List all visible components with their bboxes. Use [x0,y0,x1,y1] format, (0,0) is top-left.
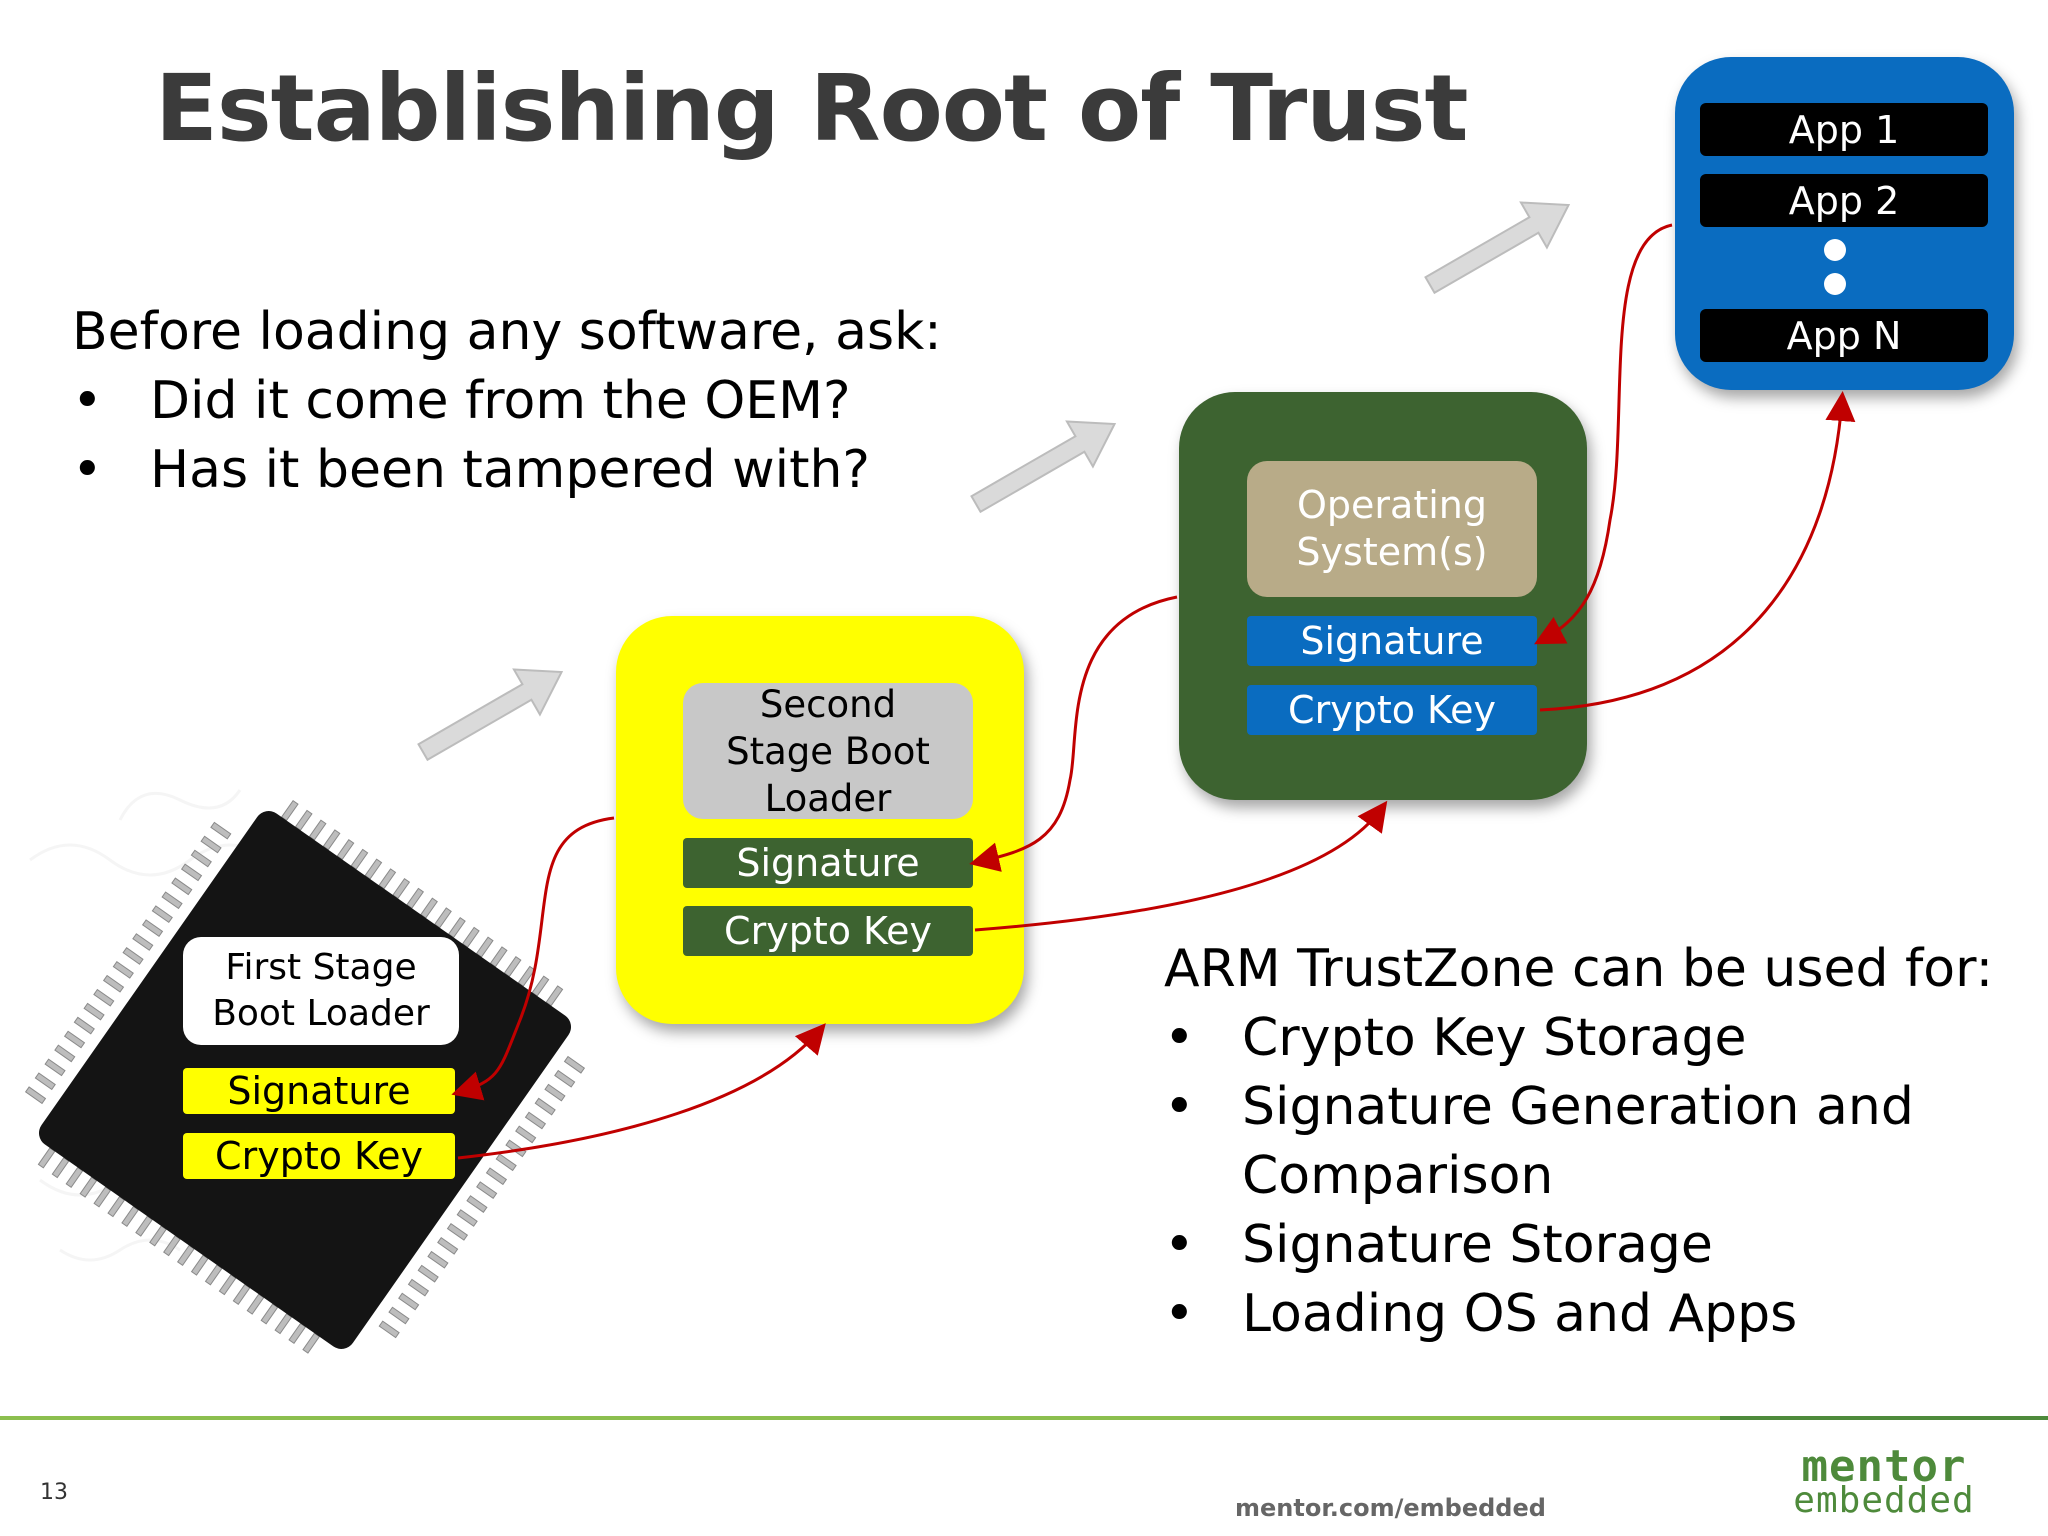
trustzone-lead: ARM TrustZone can be used for: [1164,939,1994,999]
app-1-box: App 1 [1700,103,1988,156]
os-crypto-key: Crypto Key [1247,685,1537,735]
trustzone-bullet-text: Comparison [1242,1146,1554,1206]
trustzone-bullet: • Signature Generation and [1164,1073,1993,1142]
bullet-dot: • [1164,1077,1195,1137]
bullet-dot: • [1164,1215,1195,1275]
app-n-box: App N [1700,309,1988,362]
footer-divider [0,1416,1720,1420]
footer-divider-accent [1720,1416,2048,1420]
trustzone-bullet: • Crypto Key Storage [1164,1004,1993,1073]
first-stage-boot-loader-box: First Stage Boot Loader [183,937,459,1045]
second-stage-boot-loader-box: Second Stage Boot Loader [683,682,973,820]
app-2-box: App 2 [1700,174,1988,227]
trustzone-bullet: • Loading OS and Apps [1164,1280,1993,1349]
intro-lead: Before loading any software, ask: [72,302,942,362]
bullet-dot: • [1164,1008,1195,1068]
second-stage-label-line2: Stage Boot [726,729,930,773]
first-stage-label-line1: First Stage [225,947,417,988]
logo-text-bottom: embedded [1793,1480,1975,1521]
intro-bullet: • Has it been tampered with? [72,436,942,505]
trustzone-bullet: • Signature Storage [1164,1211,1993,1280]
os-label-line1: Operating [1297,483,1487,527]
trustzone-list: ARM TrustZone can be used for: • Crypto … [1164,935,1993,1349]
second-stage-label-line3: Loader [764,776,892,820]
trustzone-bullet-text: Crypto Key Storage [1242,1008,1747,1068]
intro-list: Before loading any software, ask: • Did … [72,298,942,505]
page-number: 13 [40,1480,68,1505]
trustzone-bullet-text: Loading OS and Apps [1242,1284,1798,1344]
bullet-dot: • [72,440,103,500]
bullet-dot: • [72,371,103,431]
first-stage-crypto-key: Crypto Key [183,1133,455,1179]
first-stage-label-line2: Boot Loader [212,993,430,1034]
ellipsis-dot [1824,273,1846,295]
mentor-logo: mentor embedded [1768,1441,2000,1521]
trustzone-bullet-text: Signature Storage [1242,1215,1713,1275]
second-stage-label-line1: Second [759,682,897,726]
second-stage-signature: Signature [683,838,973,888]
trustzone-bullet-continuation: Comparison [1164,1142,1993,1211]
second-stage-crypto-key: Crypto Key [683,906,973,956]
first-stage-signature: Signature [183,1068,455,1114]
intro-bullet: • Did it come from the OEM? [72,367,942,436]
ellipsis-dot [1824,239,1846,261]
logo-text-top: mentor [1801,1441,1967,1492]
trustzone-bullet-text: Signature Generation and [1242,1077,1914,1137]
bullet-dot: • [1164,1284,1195,1344]
slide-title: Establishing Root of Trust [155,55,1469,162]
operating-system-box: Operating System(s) [1247,461,1537,597]
intro-bullet-text: Did it come from the OEM? [150,371,851,431]
os-label-line2: System(s) [1296,530,1488,574]
footer-url[interactable]: mentor.com/embedded [1235,1494,1546,1522]
intro-bullet-text: Has it been tampered with? [150,440,871,500]
os-signature: Signature [1247,616,1537,666]
flow-arrow-icon [417,201,1571,762]
